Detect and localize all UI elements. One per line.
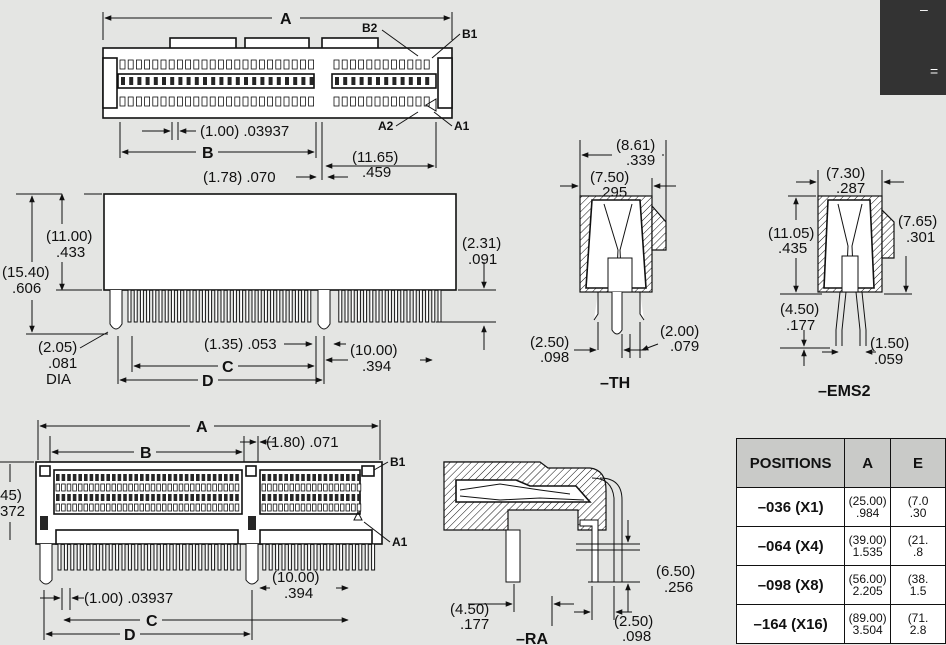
- side-tail-in: .091: [468, 251, 497, 268]
- th-p1-in: .098: [540, 349, 569, 366]
- ra-top-dim-c: C: [146, 613, 158, 630]
- top-b1: B1: [462, 27, 478, 41]
- ems-lead: (1.50): [870, 335, 909, 352]
- ra-top-h-in: 372: [0, 503, 25, 520]
- row-a: (89.00)3.504: [844, 604, 892, 644]
- ra-top-view: A B (1.80) .071 B1 A1 .45) 372: [0, 419, 408, 644]
- top-dim-b: B: [202, 145, 214, 162]
- side-peg: (2.05): [38, 339, 77, 356]
- side-view: (11.00) .433 (15.40) .606 (2.31) .091 (2…: [2, 193, 501, 390]
- ra-top-dim-d: D: [124, 627, 136, 644]
- side-peg-sp: (10.00): [350, 342, 398, 359]
- side-dim-c: C: [222, 359, 234, 376]
- row-b: (71.2.8: [890, 604, 946, 644]
- table-header-row: POSITIONS A E: [735, 438, 946, 488]
- side-row: (1.35) .053: [204, 336, 277, 353]
- th-p2: (2.00): [660, 323, 699, 340]
- th-w1-in: .339: [626, 152, 655, 169]
- header-positions: POSITIONS: [735, 438, 846, 488]
- th-label: –TH: [600, 375, 630, 392]
- top-pitch: (1.00) .03937: [200, 123, 289, 140]
- row-position: –036 (X1): [735, 487, 846, 527]
- ems-h2: (7.65): [898, 213, 937, 230]
- th-p1: (2.50): [530, 334, 569, 351]
- row-a: (39.00)1.535: [844, 526, 892, 566]
- corner-eq: =: [930, 63, 938, 79]
- ems-h2-in: .301: [906, 229, 935, 246]
- ra-top-peg-sp-in: .394: [284, 585, 313, 602]
- top-key: (11.65): [352, 149, 398, 166]
- table-row: –064 (X4) (39.00)1.535 (21..8: [735, 526, 946, 566]
- side-peg-in: .081: [48, 355, 77, 372]
- row-a: (56.00)2.205: [844, 565, 892, 605]
- table-row: –036 (X1) (25.00).984 (7.0.30: [735, 487, 946, 527]
- side-h2: (15.40): [2, 264, 50, 281]
- ems-label: –EMS2: [818, 383, 871, 400]
- row-position: –064 (X4): [735, 526, 846, 566]
- th-w1: (8.61): [616, 137, 655, 154]
- row-a: (25.00).984: [844, 487, 892, 527]
- ems-view: (7.30) .287 (11.05) .435 (7.65) .301 (4.…: [768, 165, 937, 400]
- top-view: A B2 B1 A2 A1 (1.00) .03937 B: [102, 11, 478, 186]
- ra-top-peg-sp: (10.00): [272, 569, 320, 586]
- ra-h: (6.50): [656, 563, 695, 580]
- ra-p-in: .098: [622, 628, 651, 645]
- top-key-in: .459: [362, 164, 391, 181]
- ra-top-b1: B1: [390, 455, 406, 469]
- ra-view: (6.50) .256 (4.50) .177 (2.50) .098 –RA: [443, 461, 695, 645]
- ra-top-dim-b: B: [140, 445, 152, 462]
- ems-tail-in: .177: [786, 317, 815, 334]
- row-b: (21..8: [890, 526, 946, 566]
- side-h1-in: .433: [56, 244, 85, 261]
- dark-corner-panel: [880, 0, 946, 95]
- ems-h: (11.05): [768, 225, 814, 242]
- side-tail: (2.31): [462, 235, 501, 252]
- top-b2: B2: [362, 21, 378, 35]
- top-a2: A2: [378, 119, 394, 133]
- table-row: –164 (X16) (89.00)3.504 (71.2.8: [735, 604, 946, 644]
- ra-top-a1: A1: [392, 535, 408, 549]
- ems-tail: (4.50): [780, 301, 819, 318]
- side-dim-d: D: [202, 373, 214, 390]
- row-position: –098 (X8): [735, 565, 846, 605]
- ra-top-pitch: (1.00) .03937: [84, 590, 173, 607]
- th-view: (8.61) .339 (7.50) .295 (2.50) .098 (2.0…: [530, 137, 699, 392]
- side-peg-dia: DIA: [46, 371, 71, 388]
- top-offset: (1.78) .070: [203, 169, 276, 186]
- row-b: (7.0.30: [890, 487, 946, 527]
- ems-w-in: .287: [836, 180, 865, 197]
- ra-top-key: (1.80) .071: [266, 434, 339, 451]
- side-h1: (11.00): [46, 228, 92, 245]
- ra-top-h: .45): [0, 487, 22, 504]
- header-a: A: [844, 438, 892, 488]
- ems-h-in: .435: [778, 240, 807, 257]
- ra-tail: (4.50): [450, 601, 489, 618]
- ra-label: –RA: [516, 631, 548, 645]
- ra-p: (2.50): [614, 613, 653, 630]
- positions-table: POSITIONS A E –036 (X1) (25.00).984 (7.0…: [735, 438, 946, 644]
- th-w2: (7.50): [590, 169, 629, 186]
- th-p2-in: .079: [670, 338, 699, 355]
- row-b: (38.1.5: [890, 565, 946, 605]
- ra-tail-in: .177: [460, 616, 489, 633]
- corner-dash: –: [920, 1, 928, 17]
- ems-lead-in: .059: [874, 351, 903, 368]
- side-h2-in: .606: [12, 280, 41, 297]
- top-a1: A1: [454, 119, 470, 133]
- side-peg-sp-in: .394: [362, 358, 391, 375]
- row-position: –164 (X16): [735, 604, 846, 644]
- ra-top-dim-a: A: [196, 419, 208, 436]
- ems-w: (7.30): [826, 165, 865, 182]
- header-b: E: [890, 438, 946, 488]
- table-row: –098 (X8) (56.00)2.205 (38.1.5: [735, 565, 946, 605]
- top-dim-a: A: [280, 11, 292, 28]
- ra-h-in: .256: [664, 579, 693, 596]
